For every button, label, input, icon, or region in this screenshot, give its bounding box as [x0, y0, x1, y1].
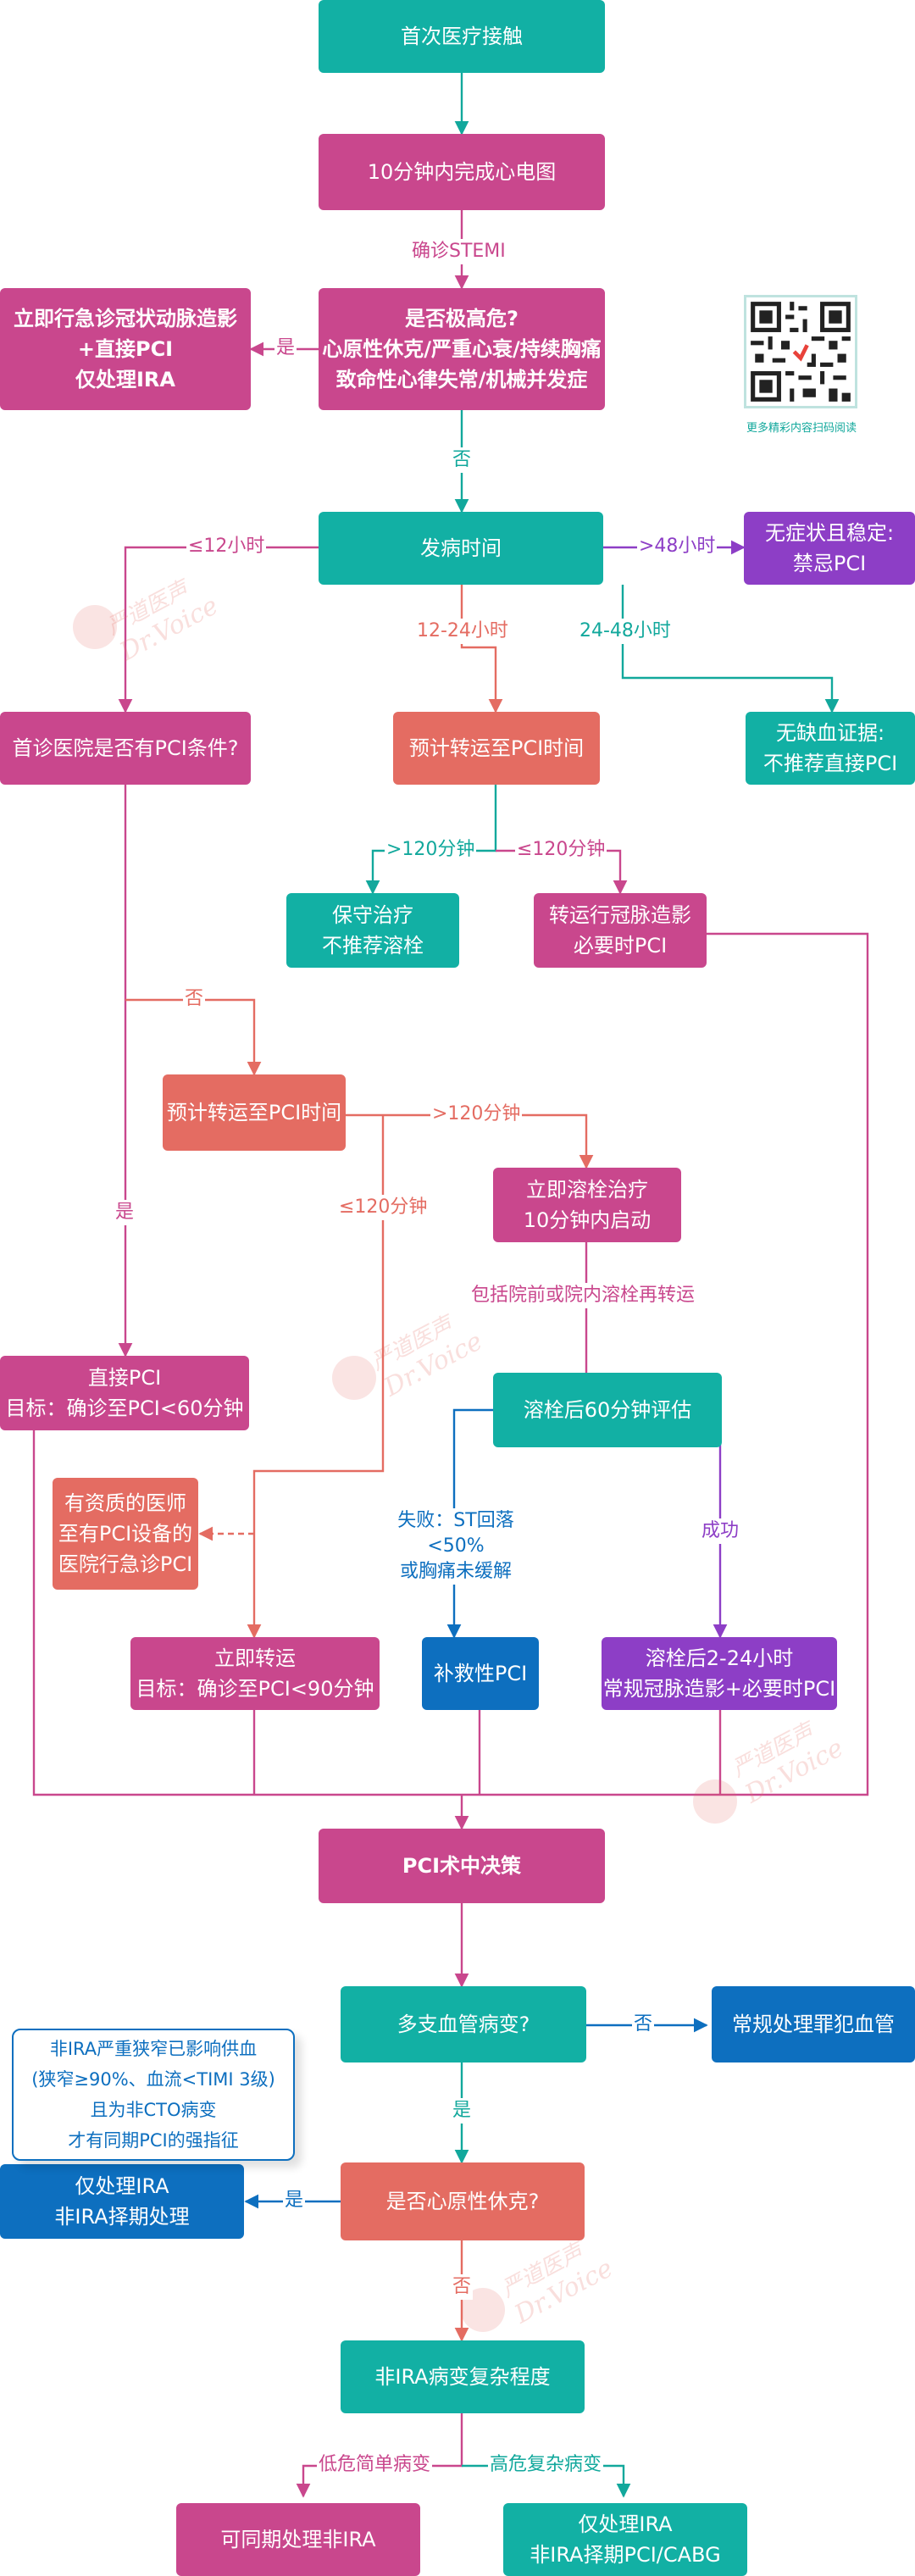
label-gt48h: >48小时: [637, 534, 718, 559]
node-stable: 无症状且稳定:禁忌PCI: [744, 512, 915, 585]
label-prehospital: 包括院前或院内溶栓再转运: [469, 1283, 697, 1308]
label-yes-2: 是: [114, 1200, 136, 1225]
watermark-dot: [73, 605, 117, 649]
label-yes-4: 是: [283, 2188, 306, 2213]
node-transfer-angio: 转运行冠脉造影必要时PCI: [534, 893, 707, 968]
node-multivessel: 多支血管病变?: [341, 1986, 586, 2062]
label-gt120-a: >120分钟: [385, 837, 477, 863]
label-12-24h: 12-24小时: [415, 619, 510, 644]
node-shock: 是否心原性休克?: [341, 2162, 585, 2240]
label-le120-a: ≤120分钟: [515, 837, 607, 863]
node-first-contact: 首次医疗接触: [319, 0, 605, 73]
label-low-risk: 低危简单病变: [317, 2452, 433, 2478]
node-eval-60: 溶栓后60分钟评估: [493, 1373, 722, 1447]
node-complexity: 非IRA病变复杂程度: [341, 2340, 585, 2413]
label-yes-1: 是: [274, 336, 297, 361]
node-conservative: 保守治疗不推荐溶栓: [286, 893, 459, 968]
label-fail: 失败：ST回落<50%或胸痛未缓解: [368, 1508, 544, 1585]
label-le120-b: ≤120分钟: [337, 1195, 430, 1220]
label-gt120-b: >120分钟: [430, 1102, 523, 1127]
qr-code: [744, 295, 857, 408]
node-immediate-transfer: 立即转运目标：确诊至PCI<90分钟: [130, 1637, 380, 1710]
qr-code-icon: [746, 297, 855, 406]
node-routine-culprit: 常规处理罪犯血管: [712, 1986, 915, 2062]
label-no-4: 否: [451, 2274, 474, 2300]
node-transfer-time-2: 预计转运至PCI时间: [163, 1074, 346, 1151]
node-routine-angio: 溶栓后2-24小时常规冠脉造影+必要时PCI: [602, 1637, 837, 1710]
node-rescue-pci: 补救性PCI: [422, 1637, 539, 1710]
label-le12h: ≤12小时: [186, 534, 267, 559]
label-success: 成功: [700, 1518, 741, 1544]
qr-caption: 更多精彩内容扫码阅读: [746, 422, 857, 435]
node-simultaneous: 可同期处理非IRA: [176, 2503, 420, 2576]
node-no-ischemia: 无缺血证据:不推荐直接PCI: [746, 712, 915, 785]
node-ecg: 10分钟内完成心电图: [319, 134, 605, 210]
label-high-risk: 高危复杂病变: [488, 2452, 604, 2478]
watermark-dot: [332, 1356, 376, 1400]
label-no-2: 否: [183, 986, 206, 1012]
node-onset-time: 发病时间: [319, 512, 603, 585]
node-critical: 是否极高危?心原性休克/严重心衰/持续胸痛致命性心律失常/机械并发症: [319, 288, 605, 410]
watermark-dot: [693, 1779, 737, 1824]
node-qualified-doctor: 有资质的医师至有PCI设备的医院行急诊PCI: [53, 1478, 198, 1590]
label-no-1: 否: [451, 447, 474, 473]
label-24-48h: 24-48小时: [578, 619, 673, 644]
label-confirm-stemi: 确诊STEMI: [410, 239, 507, 264]
node-transfer-time-1: 预计转运至PCI时间: [393, 712, 600, 785]
label-yes-3: 是: [451, 2098, 474, 2124]
note-box: 非IRA严重狭窄已影响供血(狭窄≥90%、血流<TIMI 3级) 且为非CTO病…: [12, 2029, 295, 2161]
node-first-hospital: 首诊医院是否有PCI条件?: [0, 712, 251, 785]
label-no-3: 否: [632, 2012, 655, 2037]
node-intraop: PCI术中决策: [319, 1829, 605, 1903]
